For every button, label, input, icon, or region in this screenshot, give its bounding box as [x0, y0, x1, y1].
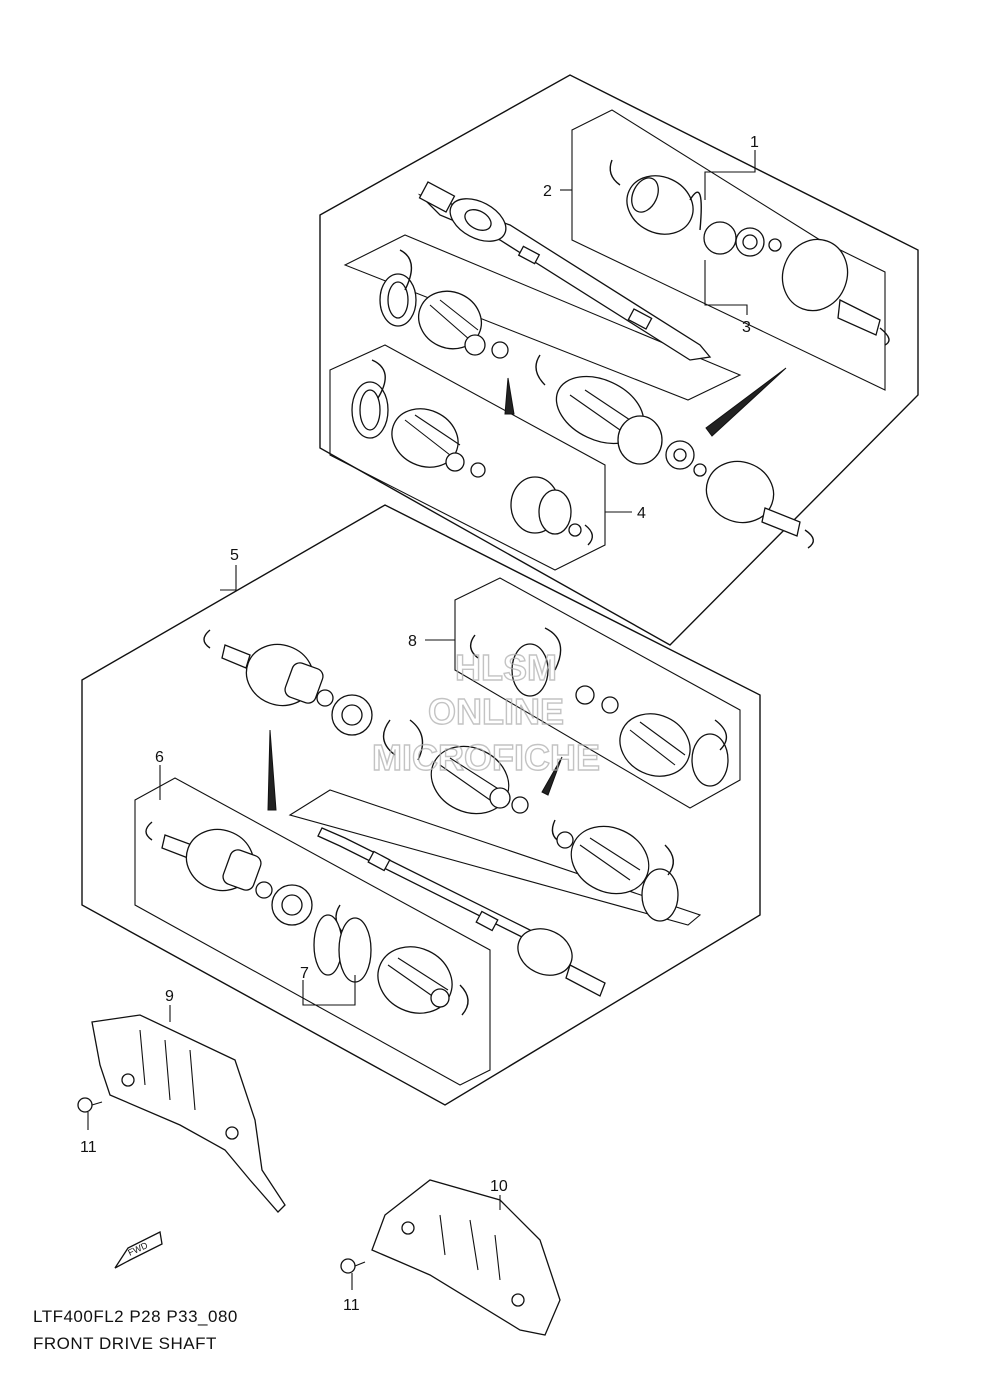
guard-part-10 — [371, 1179, 561, 1336]
boot-part-4 — [351, 359, 593, 546]
bolt-lower — [340, 1258, 366, 1274]
arrow-upper-2 — [705, 367, 787, 437]
callout-2: 2 — [543, 183, 552, 200]
drive-shaft-upper — [417, 181, 712, 361]
assembly-frame-lower — [81, 504, 761, 1106]
boot-middle-upper — [535, 354, 814, 549]
cv-joint-part-6 — [145, 821, 313, 926]
callout-3: 3 — [742, 319, 751, 336]
watermark: HLSM ONLINE MICROFICHE — [371, 646, 600, 778]
callout-11-lower: 11 — [343, 1297, 360, 1314]
subframe-part-4 — [329, 344, 606, 571]
arrow-upper-1 — [504, 377, 515, 415]
callout-10: 10 — [490, 1178, 508, 1195]
diagram-title: FRONT DRIVE SHAFT — [33, 1334, 217, 1353]
subframe-part-8 — [454, 577, 741, 809]
callout-1: 1 — [750, 134, 759, 151]
callout-8: 8 — [408, 633, 417, 650]
watermark-line-2: ONLINE — [428, 691, 564, 732]
watermark-line-1: HLSM — [455, 647, 557, 688]
watermark-line-3: MICROFICHE — [372, 737, 600, 778]
callout-5: 5 — [230, 547, 239, 564]
diagram-code: LTF400FL2 P28 P33_080 — [33, 1307, 238, 1326]
callout-11-upper: 11 — [80, 1139, 97, 1156]
subframe-shaft-lower — [288, 789, 702, 926]
boot-lower-middle — [382, 719, 529, 815]
callout-9: 9 — [165, 988, 174, 1005]
callout-7: 7 — [300, 965, 309, 982]
boot-upper-left — [379, 249, 509, 359]
cv-joint-inner-lower — [203, 629, 373, 736]
subframe-part-6 — [134, 777, 491, 1086]
bolt-upper — [77, 1097, 103, 1113]
leader-lines — [87, 150, 756, 1290]
arrow-lower-1 — [267, 729, 277, 811]
drive-shaft-lower — [317, 827, 606, 997]
callout-6: 6 — [155, 749, 164, 766]
subframe-boot-upper — [343, 234, 742, 401]
boot-part-8 — [470, 627, 729, 787]
guard-part-9 — [91, 1014, 286, 1213]
assembly-frame-upper — [319, 74, 919, 646]
boot-part-7 — [313, 904, 469, 1016]
arrow-lower-2 — [541, 756, 563, 796]
fwd-arrow-icon: FWD — [114, 1231, 163, 1269]
subframe-part-1 — [571, 109, 886, 391]
callout-4: 4 — [637, 505, 646, 522]
cv-joint-outer-upper — [609, 159, 890, 346]
boot-lower-right — [551, 819, 679, 922]
